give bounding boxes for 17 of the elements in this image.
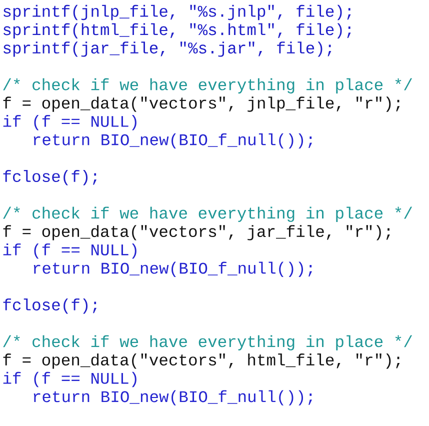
code-line: fclose(f); bbox=[3, 298, 96, 314]
code-comment: /* check if we have everything in place */ bbox=[3, 206, 412, 222]
code-line: return BIO_new(BIO_f_null()); bbox=[34, 262, 312, 277]
code-line: f = open_data("vectors", jar_file, "r"); bbox=[3, 225, 390, 240]
code-line: f = open_data("vectors", jnlp_file, "r"); bbox=[3, 96, 400, 112]
code-line: sprintf(jnlp_file, "%s.jnlp", file); bbox=[4, 4, 351, 20]
code-comment: /* check if we have everything in place */ bbox=[3, 78, 412, 94]
code-line: if (f == NULL) bbox=[3, 243, 136, 259]
code-line: f = open_data("vectors", html_file, "r"); bbox=[3, 354, 400, 369]
code-line: return BIO_new(BIO_f_null()); bbox=[34, 133, 312, 149]
code-line: sprintf(jar_file, "%s.jar", file); bbox=[4, 42, 332, 57]
code-line: sprintf(html_file, "%s.html", file); bbox=[4, 23, 351, 38]
code-line: if (f == NULL) bbox=[3, 372, 136, 388]
code-comment: /* check if we have everything in place */ bbox=[3, 335, 412, 350]
code-line: fclose(f); bbox=[3, 170, 96, 186]
code-line: if (f == NULL) bbox=[3, 115, 136, 130]
code-line: return BIO_new(BIO_f_null()); bbox=[34, 390, 312, 406]
